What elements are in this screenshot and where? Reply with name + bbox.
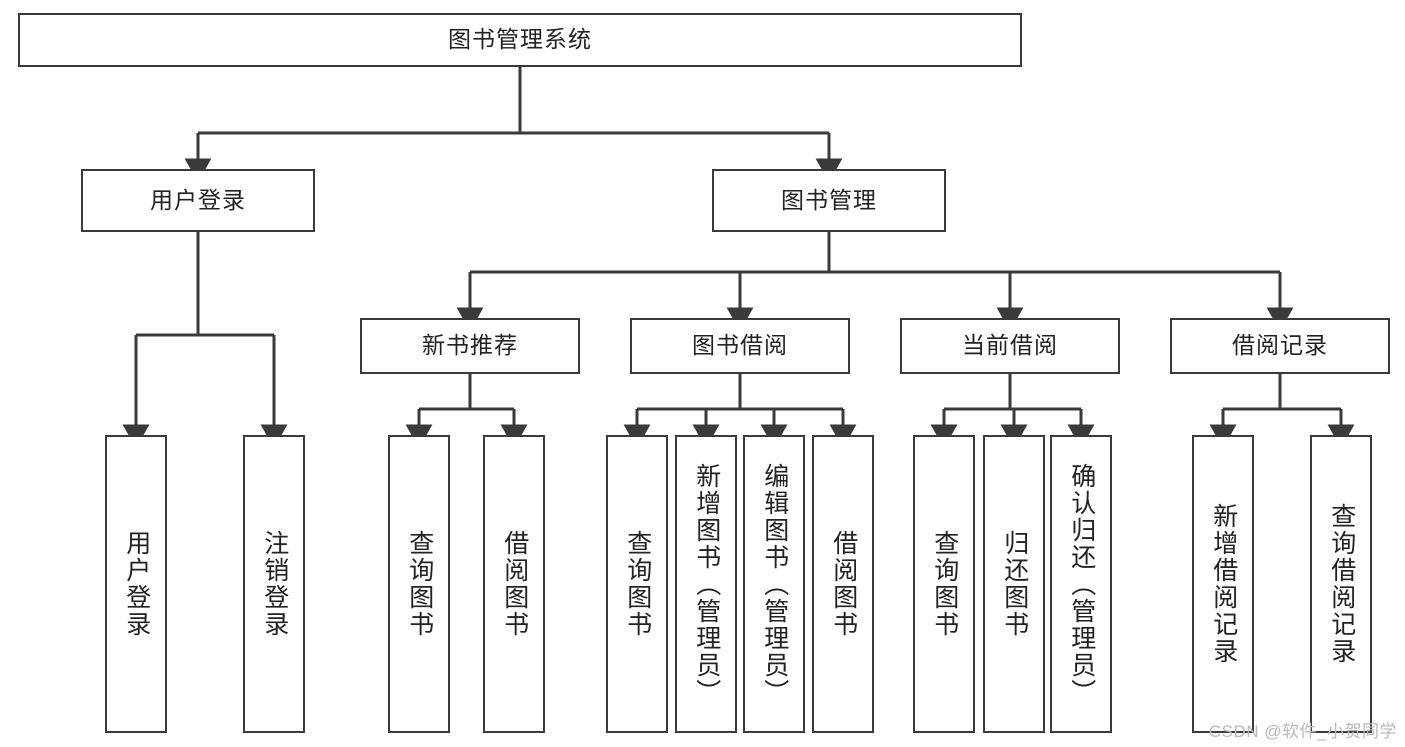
leaf-node-6[interactable]: 编辑图书（管理员） [743, 435, 805, 733]
level2-node-3[interactable]: 借阅记录 [1170, 318, 1390, 374]
node-label: 借阅图书 [500, 530, 529, 638]
leaf-node-2[interactable]: 查询图书 [388, 435, 450, 733]
node-label: 用户登录 [122, 530, 151, 638]
node-label: 确认归还（管理员） [1067, 462, 1096, 706]
leaf-node-5[interactable]: 新增图书（管理员） [675, 435, 737, 733]
node-label: 查询图书 [405, 530, 434, 638]
leaf-node-3[interactable]: 借阅图书 [483, 435, 545, 733]
leaf-node-0[interactable]: 用户登录 [105, 435, 167, 733]
node-label: 新书推荐 [422, 332, 518, 359]
node-label: 编辑图书（管理员） [760, 462, 789, 706]
node-label: 查询图书 [623, 530, 652, 638]
leaf-node-9[interactable]: 归还图书 [983, 435, 1045, 733]
node-label: 图书管理 [781, 186, 877, 213]
node-label: 用户登录 [150, 186, 246, 213]
node-label: 注销登录 [260, 530, 289, 638]
node-label: 归还图书 [1000, 530, 1029, 638]
node-label: 图书借阅 [692, 332, 788, 359]
node-label: 新增借阅记录 [1209, 503, 1238, 665]
node-label: 查询图书 [930, 530, 959, 638]
level2-node-1[interactable]: 图书借阅 [630, 318, 850, 374]
leaf-node-7[interactable]: 借阅图书 [812, 435, 874, 733]
node-label: 查询借阅记录 [1327, 503, 1356, 665]
root-node[interactable]: 图书管理系统 [18, 13, 1022, 67]
leaf-node-1[interactable]: 注销登录 [243, 435, 305, 733]
leaf-node-11[interactable]: 新增借阅记录 [1192, 435, 1254, 733]
leaf-node-8[interactable]: 查询图书 [913, 435, 975, 733]
watermark-label: CSDN @软件_小贺同学 [1208, 722, 1397, 741]
node-label: 借阅记录 [1232, 332, 1328, 359]
leaf-node-4[interactable]: 查询图书 [606, 435, 668, 733]
level2-node-2[interactable]: 当前借阅 [900, 318, 1120, 374]
node-label: 图书管理系统 [448, 26, 592, 53]
level1-node-1[interactable]: 图书管理 [712, 169, 946, 232]
node-label: 借阅图书 [829, 530, 858, 638]
node-label: 当前借阅 [962, 332, 1058, 359]
level1-node-0[interactable]: 用户登录 [81, 169, 315, 232]
leaf-node-12[interactable]: 查询借阅记录 [1310, 435, 1372, 733]
level2-node-0[interactable]: 新书推荐 [360, 318, 580, 374]
leaf-node-10[interactable]: 确认归还（管理员） [1050, 435, 1112, 733]
node-label: 新增图书（管理员） [692, 462, 721, 706]
